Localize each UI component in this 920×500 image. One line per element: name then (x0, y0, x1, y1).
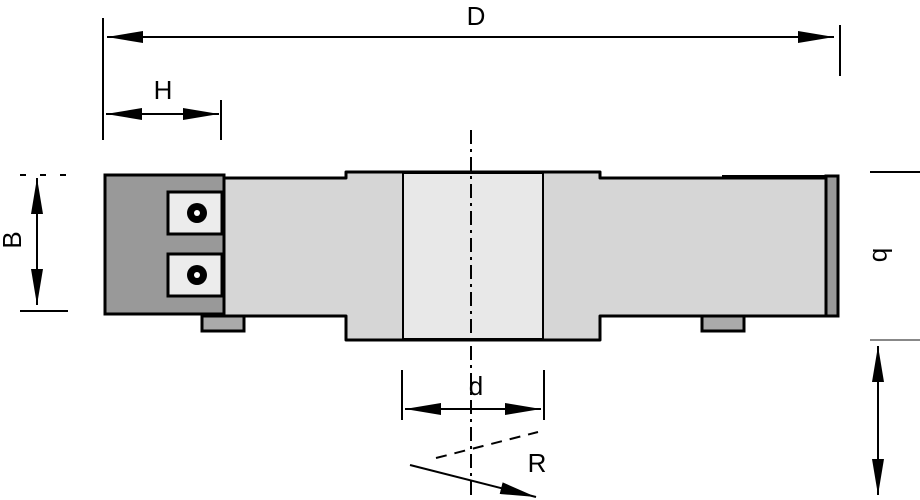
bore (402, 172, 544, 340)
dimension-H: H (106, 75, 222, 140)
label-B: B (0, 231, 27, 248)
tool-holder (103, 173, 226, 316)
label-R: R (528, 448, 547, 478)
bottom-tab-left (200, 314, 246, 333)
dimension-D: D (102, 1, 841, 140)
bottom-tab-right (700, 314, 746, 333)
dimension-b: b (867, 171, 920, 495)
dimension-R: R (409, 431, 547, 498)
label-d: d (469, 371, 483, 401)
label-b: b (867, 248, 897, 262)
right-knife (824, 174, 840, 318)
label-D: D (467, 1, 486, 31)
cutter-body (220, 170, 840, 342)
dimension-d: d (401, 370, 545, 420)
label-H: H (154, 75, 173, 105)
dimension-B: B (0, 174, 68, 312)
